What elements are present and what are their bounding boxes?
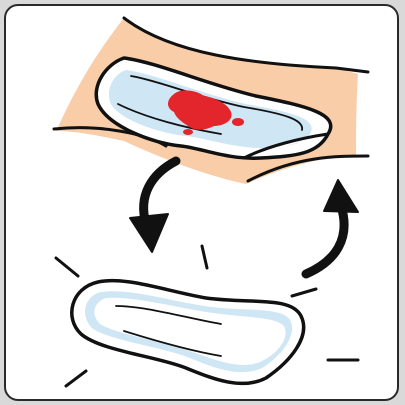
- pad-change-illustration: [6, 6, 397, 399]
- fresh-pad-icon: [72, 281, 304, 384]
- swap-arrow-up-icon: [306, 180, 358, 274]
- illustration-frame: [4, 4, 399, 401]
- swap-arrow-down-icon: [130, 161, 176, 252]
